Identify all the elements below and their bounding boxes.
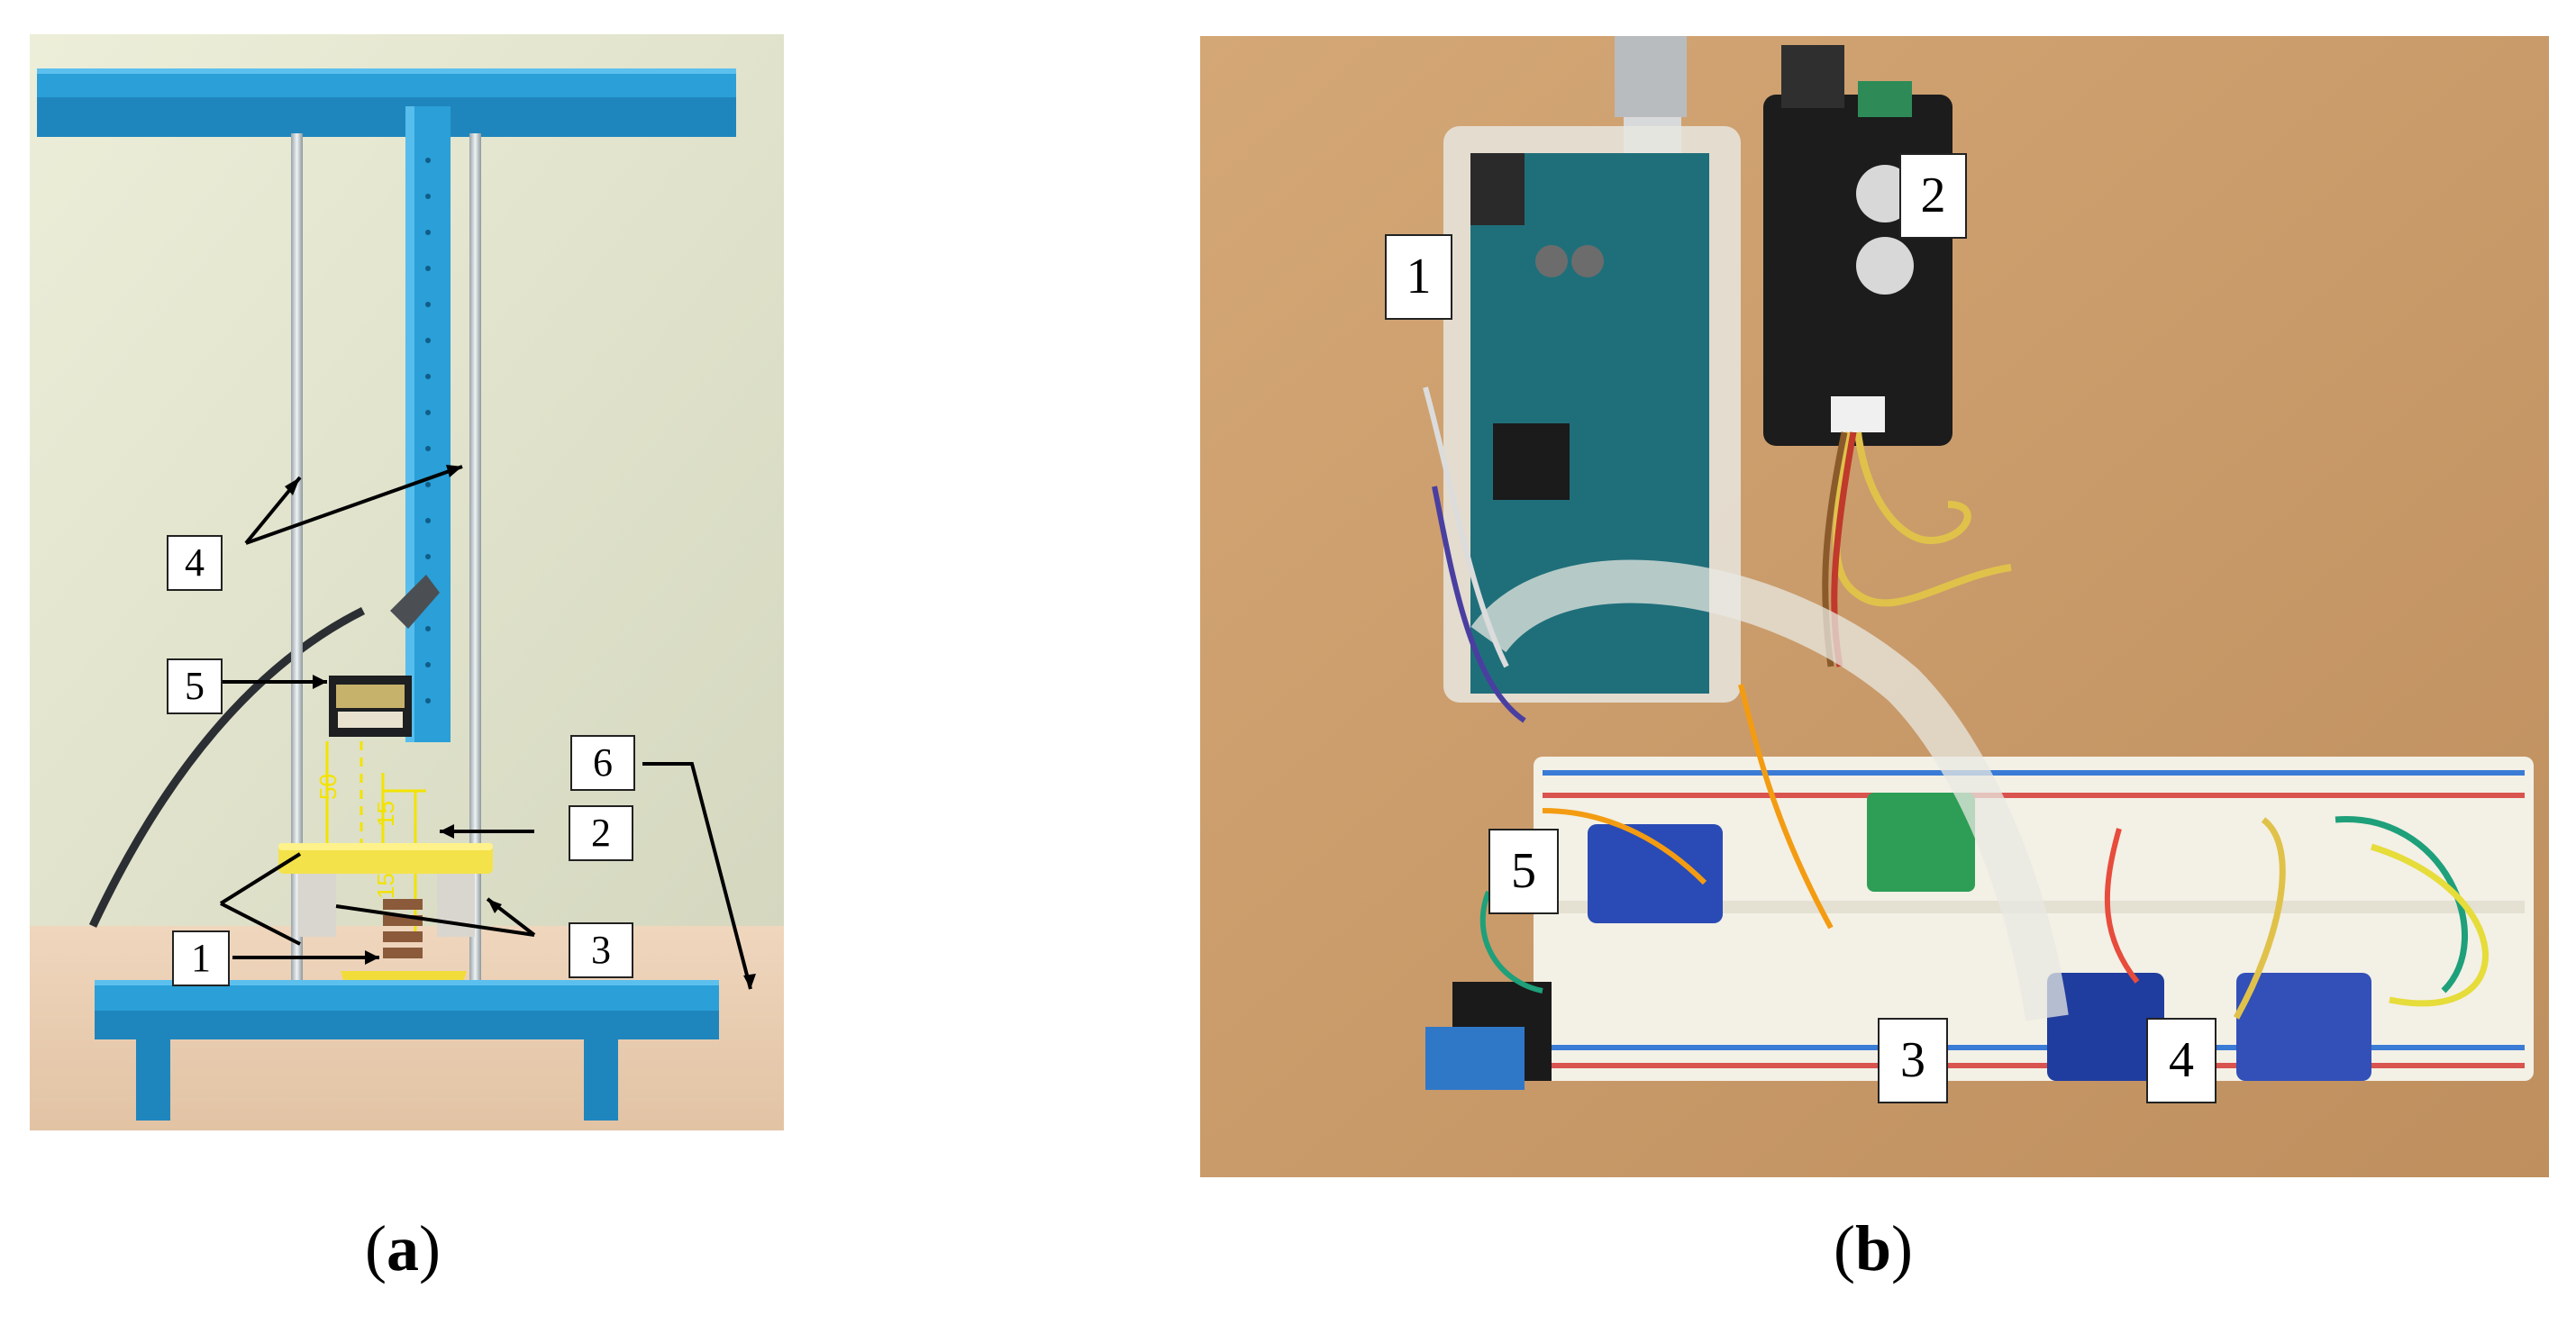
callout-b-2: 2	[1899, 153, 1967, 239]
panel-a-caption: (a)	[365, 1212, 441, 1284]
panel-a-photo: 50 15 15	[30, 34, 784, 1130]
callout-2: 2	[569, 805, 633, 861]
dim-label-15-upper: 15	[372, 801, 399, 827]
callout-3: 3	[569, 922, 633, 978]
callout-6: 6	[570, 735, 635, 791]
callout-b-1: 1	[1385, 234, 1452, 320]
callout-5: 5	[167, 658, 223, 714]
callout-b-5: 5	[1488, 829, 1559, 914]
callout-4: 4	[167, 535, 223, 591]
panel-b-photo: 1 2 3 4 5	[1200, 36, 2549, 1177]
callout-1: 1	[172, 930, 230, 986]
panel-b-caption: (b)	[1834, 1212, 1914, 1284]
callout-b-3: 3	[1878, 1018, 1948, 1103]
electronics-setup-photo	[1200, 36, 2549, 1177]
callout-b-4: 4	[2146, 1018, 2216, 1103]
dim-label-15-lower: 15	[372, 873, 399, 899]
dim-label-50: 50	[314, 774, 341, 800]
test-rig-photo: 50 15 15	[30, 34, 784, 1130]
